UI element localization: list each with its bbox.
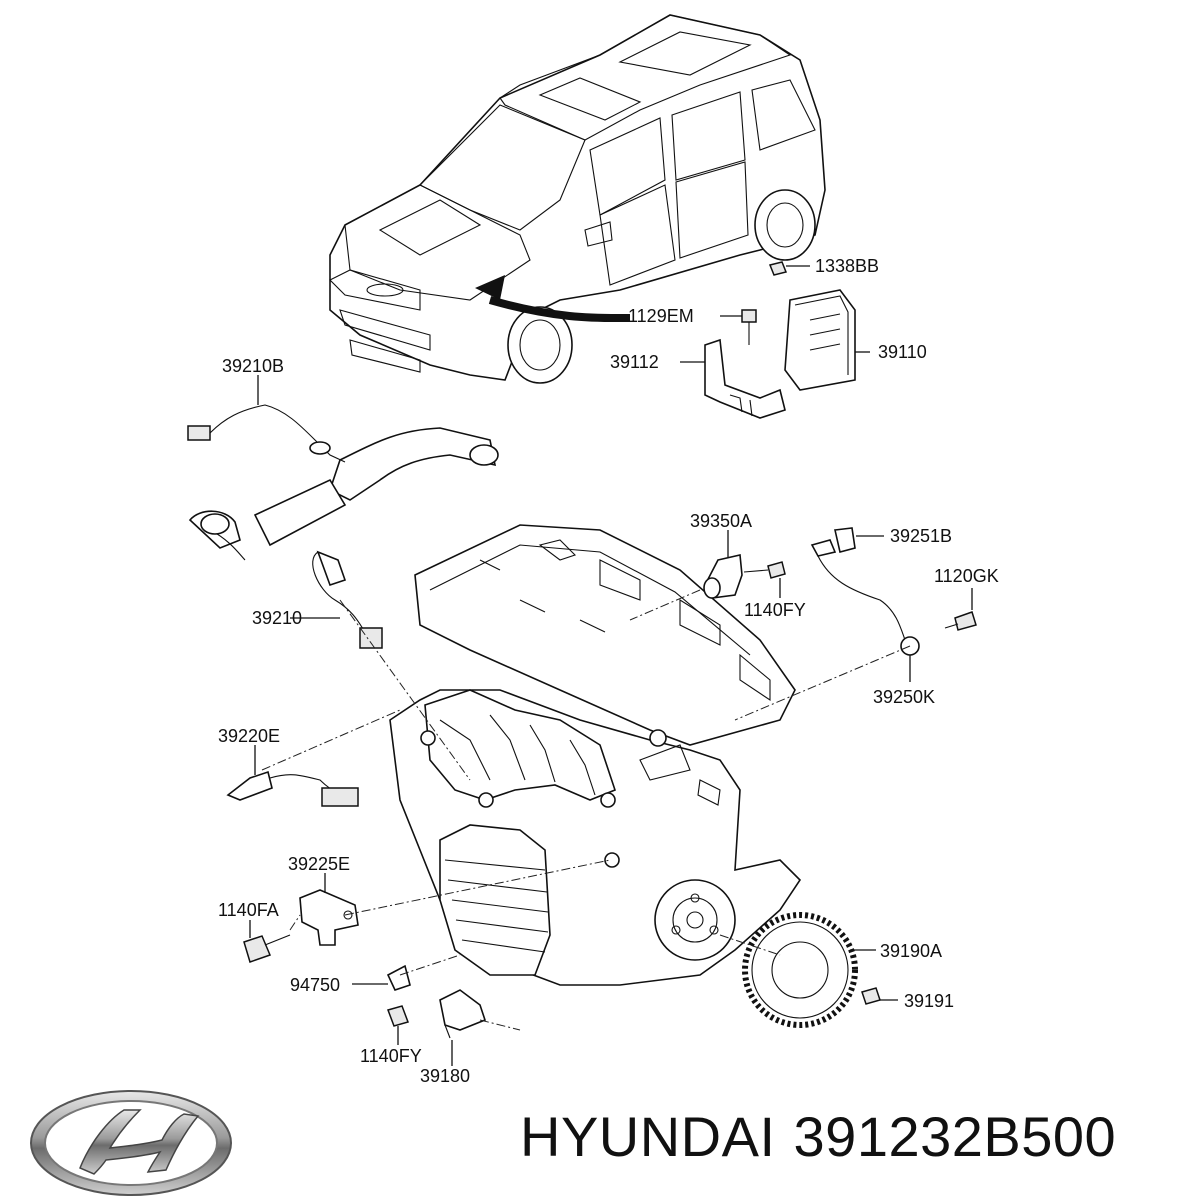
label-1120GK: 1120GK <box>934 566 999 586</box>
ecu-assembly <box>704 261 856 419</box>
label-39210B: 39210B <box>222 356 284 376</box>
part-number: 391232B500 <box>793 1105 1117 1168</box>
leader-lines <box>249 265 973 1066</box>
label-39220E: 39220E <box>218 726 280 746</box>
label-1129EM: 1129EM <box>628 306 694 326</box>
brand-part-number: HYUNDAI 391232B500 <box>520 1104 1134 1169</box>
oxygen-sensor-39220e <box>226 770 359 807</box>
crank-sensor-39180 <box>387 989 486 1039</box>
label-94750: 94750 <box>290 975 340 995</box>
part-labels: 1338BB 1129EM 39110 39112 39210B 39350A … <box>218 256 999 1086</box>
label-1140FA: 1140FA <box>218 900 279 920</box>
label-39210: 39210 <box>252 608 302 628</box>
label-39350A: 39350A <box>690 511 752 531</box>
knock-sensor-39250k <box>810 527 977 656</box>
label-39225E: 39225E <box>288 854 350 874</box>
label-39110: 39110 <box>878 342 927 362</box>
label-39112: 39112 <box>610 352 659 372</box>
engine-block <box>389 524 802 986</box>
label-39250K: 39250K <box>873 687 935 707</box>
label-39251B: 39251B <box>890 526 952 546</box>
label-39190A: 39190A <box>880 941 942 961</box>
label-39191: 39191 <box>904 991 954 1011</box>
label-39180: 39180 <box>420 1066 470 1086</box>
label-1140FY-top: 1140FY <box>744 600 806 620</box>
hyundai-logo-icon <box>30 1090 232 1196</box>
car-illustration <box>329 14 826 384</box>
label-1140FY-bottom: 1140FY <box>360 1046 422 1066</box>
label-1338BB: 1338BB <box>815 256 879 276</box>
bracket-39225e <box>243 889 359 963</box>
assembly-lines <box>261 589 911 1031</box>
brand-name: HYUNDAI <box>520 1105 776 1168</box>
oxygen-sensor-39210 <box>312 550 383 649</box>
oxygen-sensor-39210b <box>187 404 346 463</box>
front-exhaust-pipe <box>188 427 499 561</box>
target-wheel-39190a <box>742 912 881 1028</box>
oil-pressure-switch-94750 <box>386 964 411 991</box>
cam-sensor-39350a <box>703 554 786 599</box>
